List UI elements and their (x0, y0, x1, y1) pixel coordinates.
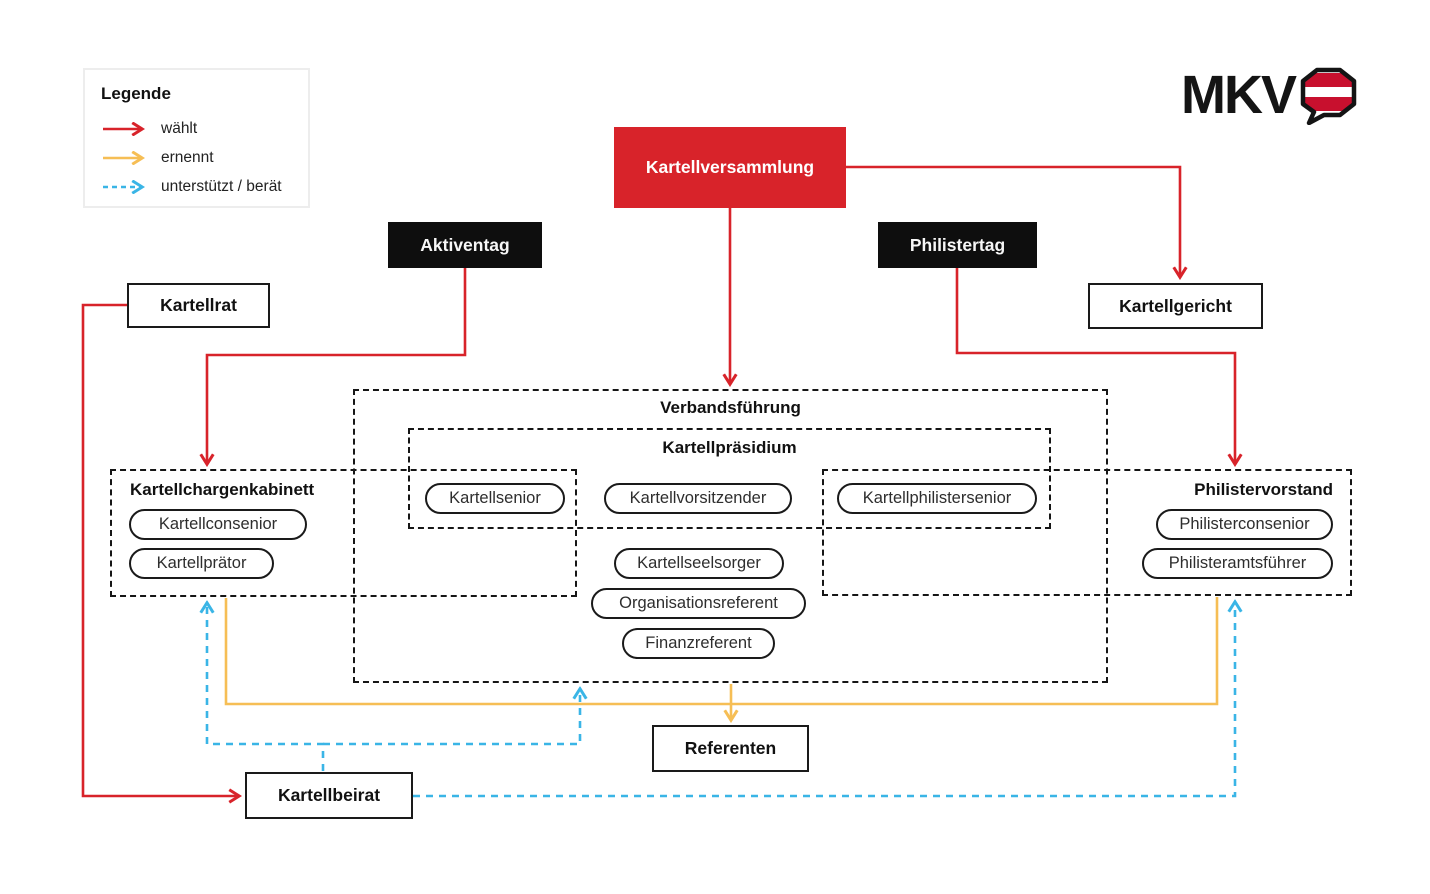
mkv-logo: MKV (1181, 65, 1359, 125)
pill-kartellpraetor: Kartellprätor (129, 548, 274, 579)
group-philistervorstand-box (822, 469, 1352, 596)
edge-kartellbeirat-kartellchargenkabinett (207, 604, 325, 771)
verbandsfuehrung-label: Verbandsführung (660, 398, 801, 417)
mkv-logo-text: MKV (1181, 65, 1297, 125)
kartellchargenkabinett-label: Kartellchargenkabinett (130, 480, 315, 499)
pill-kartellseelsorger: Kartellseelsorger (614, 548, 784, 579)
austria-hexagon-icon (1300, 67, 1357, 125)
legend-label-ernennt: ernennt (161, 148, 214, 166)
pill-organisationsreferent: Organisationsreferent (591, 588, 806, 619)
philistervorstand-label: Philistervorstand (1194, 480, 1333, 499)
node-philistertag: Philistertag (878, 222, 1037, 268)
red-arrow-icon (103, 122, 149, 136)
legend: Legende wählt ernennt unterstützt / berä… (83, 68, 310, 208)
legend-label-waehlt: wählt (161, 119, 198, 137)
yellow-arrow-icon (103, 151, 149, 165)
legend-title: Legende (101, 84, 171, 103)
legend-label-unterstuetzt: unterstützt / berät (161, 177, 282, 195)
edge-kartellbeirat-verbandsfuehrung (323, 690, 580, 746)
node-aktiventag: Aktiventag (388, 222, 542, 268)
pill-finanzreferent: Finanzreferent (622, 628, 775, 659)
node-referenten: Referenten (652, 725, 809, 772)
legend-row-unterstuetzt: unterstützt / berät (101, 172, 292, 201)
kartellpraesidium-label: Kartellpräsidium (662, 438, 797, 457)
legend-row-waehlt: wählt (101, 114, 292, 143)
pill-philisteramtsfuehrer: Philisteramtsführer (1142, 548, 1333, 579)
node-kartellversammlung: Kartellversammlung (614, 127, 846, 208)
pill-kartellphilistersenior: Kartellphilistersenior (837, 483, 1037, 514)
group-kartellpraesidium-box (408, 428, 1051, 529)
pill-kartellconsenior: Kartellconsenior (129, 509, 307, 540)
legend-row-ernennt: ernennt (101, 143, 292, 172)
pill-kartellvorsitzender: Kartellvorsitzender (604, 483, 792, 514)
pill-kartellsenior: Kartellsenior (425, 483, 565, 514)
pill-philisterconsenior: Philisterconsenior (1156, 509, 1333, 540)
node-kartellbeirat: Kartellbeirat (245, 772, 413, 819)
node-kartellrat: Kartellrat (127, 283, 270, 328)
node-kartellgericht: Kartellgericht (1088, 283, 1263, 329)
cyan-dashed-arrow-icon (103, 180, 149, 194)
